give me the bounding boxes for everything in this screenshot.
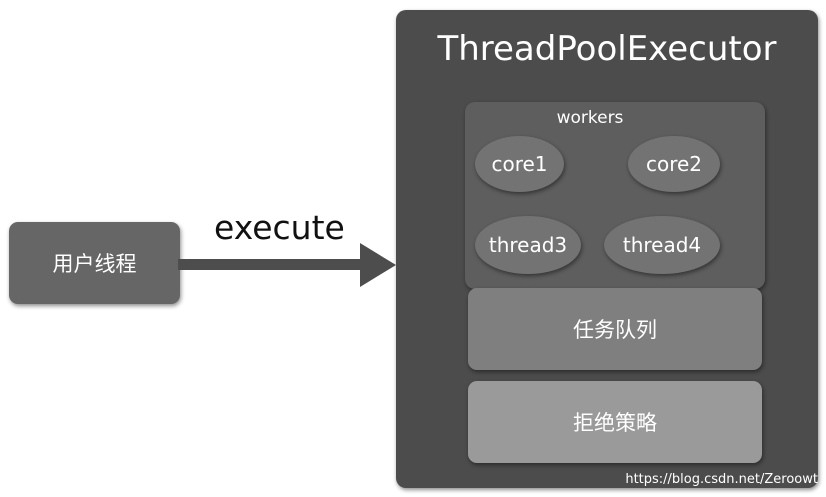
workers-title: workers — [556, 108, 624, 128]
reject-policy-label: 拒绝策略 — [573, 411, 657, 435]
worker-thread3: thread3 — [475, 216, 581, 274]
user-thread-box: 用户线程 — [9, 222, 180, 304]
thread-pool-executor: ThreadPoolExecutor workers core1 core2 t… — [396, 10, 818, 488]
execute-label: execute — [214, 208, 345, 247]
executor-title: ThreadPoolExecutor — [437, 29, 777, 69]
user-thread-label: 用户线程 — [52, 252, 137, 276]
task-queue-label: 任务队列 — [573, 318, 657, 342]
watermark: https://blog.csdn.net/Zeroowt — [625, 472, 818, 487]
worker-core1: core1 — [475, 136, 564, 192]
worker-core2: core2 — [628, 136, 720, 192]
execute-arrow — [178, 243, 396, 287]
task-queue-box: 任务队列 — [468, 288, 762, 370]
worker-thread4: thread4 — [604, 216, 720, 274]
workers-group: workers core1 core2 thread3 thread4 — [465, 102, 765, 289]
reject-policy-box: 拒绝策略 — [468, 381, 762, 463]
